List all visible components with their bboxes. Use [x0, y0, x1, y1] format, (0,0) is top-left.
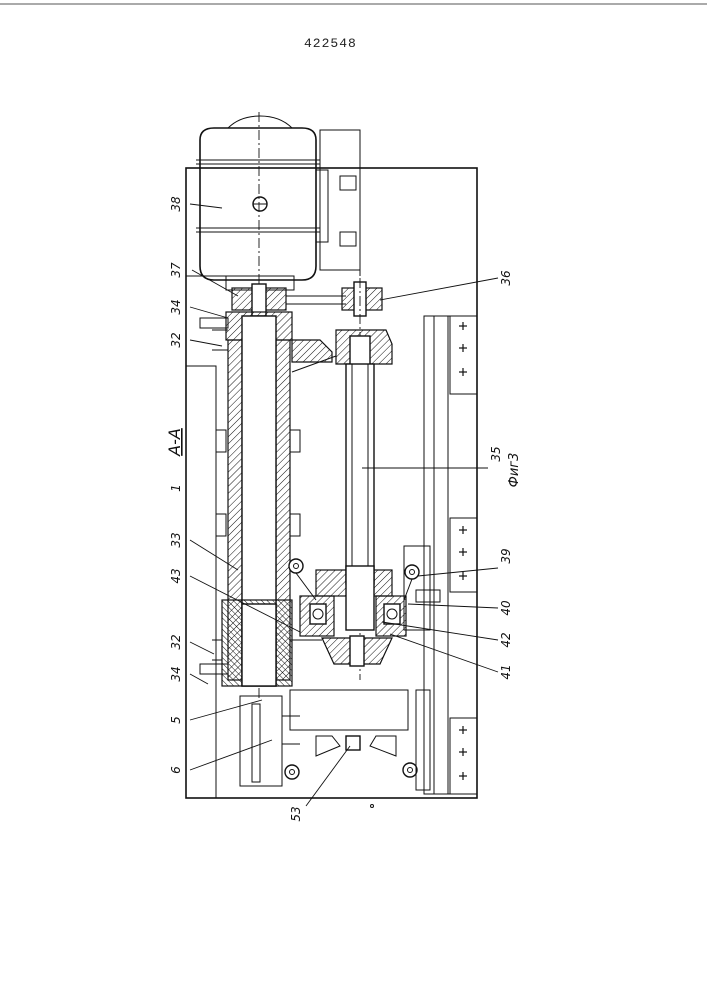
callout-1: 1 [169, 484, 183, 492]
lower-clutch-assembly [290, 565, 407, 667]
callout-33: 33 [169, 532, 183, 547]
callout-36: 36 [499, 270, 513, 286]
patent-number: 422548 [304, 36, 357, 51]
upper-bevel-gear [291, 329, 393, 373]
drive-sprocket-upper-left [231, 283, 346, 317]
callout-38: 38 [169, 196, 183, 212]
left-housing-bolts [199, 317, 301, 675]
callout-6: 6 [169, 766, 183, 774]
callout-5: 5 [169, 716, 183, 724]
callout-53: 53 [289, 806, 303, 821]
lower-carriage [239, 689, 431, 791]
section-label: А-А [165, 428, 184, 457]
hollow-main-shaft [212, 311, 293, 687]
callout-39: 39 [499, 548, 513, 563]
callout-37: 37 [169, 262, 183, 278]
callout-32-lower: 32 [169, 634, 183, 649]
housing-frame [185, 167, 478, 799]
callout-35: 35 [489, 446, 503, 461]
callout-43: 43 [169, 568, 183, 583]
callout-42: 42 [499, 632, 513, 647]
pivot-levers [288, 545, 441, 631]
electric-motor [196, 115, 361, 291]
leader-lines [189, 203, 499, 807]
figure-caption: Фиг3 [507, 453, 522, 488]
rail-fastener-markers [459, 322, 467, 780]
center-mark [370, 804, 374, 808]
callout-34-lower: 34 [169, 666, 183, 681]
driven-shaft [345, 363, 375, 585]
callout-40: 40 [499, 600, 513, 616]
callout-34-upper: 34 [169, 299, 183, 314]
callout-41: 41 [499, 664, 513, 679]
callout-32-upper: 32 [169, 332, 183, 347]
